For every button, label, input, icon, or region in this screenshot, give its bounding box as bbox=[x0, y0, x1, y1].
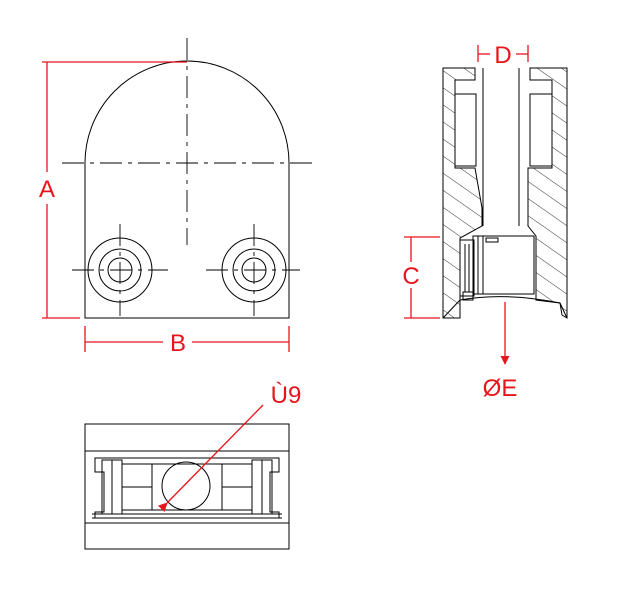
bottom-view: Ù9 bbox=[84, 382, 302, 550]
right-bolt-hole bbox=[206, 224, 300, 316]
left-bolt-hole bbox=[72, 224, 168, 316]
dimension-e: ØE bbox=[483, 302, 518, 402]
dimension-a: A bbox=[39, 61, 187, 319]
dimension-a-label: A bbox=[39, 176, 55, 203]
dimension-e-label: ØE bbox=[483, 375, 518, 402]
dimension-b-label: B bbox=[170, 330, 186, 357]
bottom-outline bbox=[84, 423, 290, 550]
hole-label: Ù9 bbox=[271, 382, 302, 409]
front-outline bbox=[84, 60, 290, 319]
front-view: A B bbox=[39, 38, 314, 357]
left-pocket bbox=[454, 93, 477, 167]
right-pocket bbox=[529, 93, 553, 167]
dimension-d-label: D bbox=[494, 42, 511, 69]
dimension-d: D bbox=[477, 42, 529, 69]
clamp-insert bbox=[459, 235, 535, 301]
hole-9 bbox=[161, 461, 211, 511]
section-view: D C ØE bbox=[402, 42, 568, 402]
dimension-c-label: C bbox=[402, 263, 419, 290]
dimension-c: C bbox=[402, 236, 440, 319]
dimension-b: B bbox=[84, 326, 290, 357]
section-bottom-curve bbox=[442, 296, 568, 319]
dimension-hole: Ù9 bbox=[158, 382, 302, 513]
